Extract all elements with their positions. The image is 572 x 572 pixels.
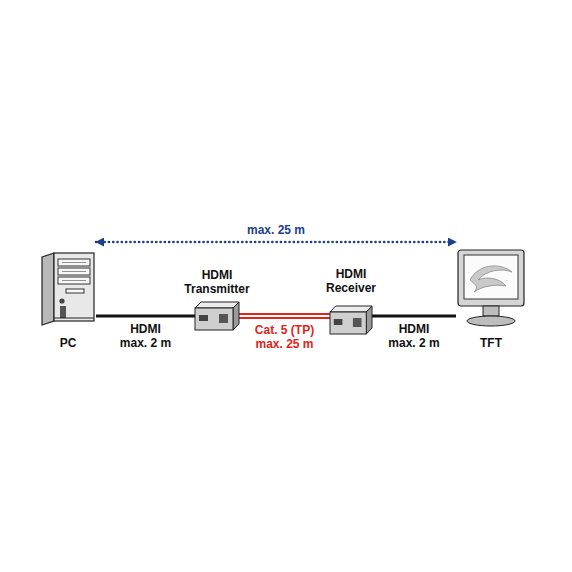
tower-front: [54, 253, 94, 321]
drive-slot: [62, 280, 86, 281]
device-icon: [330, 306, 372, 334]
hdmi-cable: [96, 315, 195, 318]
drive-slot: [62, 271, 86, 272]
edge-label-holder: Cat. 5 (TP) max. 25 m: [249, 323, 321, 351]
hdmi-port: [334, 319, 343, 325]
device-icon: [456, 250, 526, 328]
cable-gap: [239, 315, 330, 317]
device-front: [330, 312, 366, 334]
tower-side: [42, 253, 54, 325]
hdmi-cable: [372, 315, 456, 318]
device-side: [233, 302, 239, 330]
monitor-bezel: [458, 250, 524, 306]
edge-label-holder: HDMI max. 2 m: [117, 322, 175, 350]
edge-label-holder: max. 25 m: [246, 223, 306, 237]
hdmi-device: HDMI Transmitter: [195, 302, 239, 330]
edge-label: HDMI max. 2 m: [385, 322, 443, 350]
device-label: HDMI Transmitter: [184, 268, 249, 296]
label-holder: HDMI Receiver: [326, 267, 376, 295]
device-top: [330, 306, 372, 312]
screen-swirl: [470, 266, 512, 292]
rj45-port: [219, 314, 228, 323]
edge-label-holder: HDMI max. 2 m: [385, 322, 443, 350]
rj45-port: [353, 318, 362, 327]
hdmi-port: [199, 315, 208, 321]
label-holder: TFT: [480, 336, 502, 350]
label-holder: PC: [60, 336, 77, 350]
edge-label: Cat. 5 (TP) max. 25 m: [249, 323, 321, 351]
drive-bay: [58, 259, 90, 266]
monitor-foot: [467, 316, 515, 326]
device-top: [195, 302, 239, 308]
label-holder: HDMI Transmitter: [184, 268, 249, 296]
monitor: TFT: [456, 250, 526, 328]
edge-label: HDMI max. 2 m: [117, 322, 175, 350]
device-side: [366, 306, 372, 334]
power-button: [59, 298, 64, 303]
drive-slot: [62, 262, 86, 263]
monitor-screen: [464, 255, 518, 299]
device-label: PC: [60, 336, 77, 350]
floppy-slot: [66, 289, 84, 293]
pc-tower: PC: [40, 252, 96, 326]
drive-bay: [58, 277, 90, 284]
device-icon: [195, 302, 239, 330]
distance-arrow: [96, 241, 456, 244]
device-label: TFT: [480, 336, 502, 350]
tower-base: [54, 318, 94, 319]
hdmi-device: HDMI Receiver: [330, 306, 372, 334]
front-badge: [60, 306, 66, 318]
device-icon: [40, 252, 96, 326]
device-label: HDMI Receiver: [326, 267, 376, 295]
edge-label: max. 25 m: [246, 223, 306, 237]
device-front: [195, 308, 233, 330]
drive-bay: [58, 268, 90, 275]
cat5-cable: [239, 313, 330, 319]
monitor-neck: [483, 306, 499, 316]
